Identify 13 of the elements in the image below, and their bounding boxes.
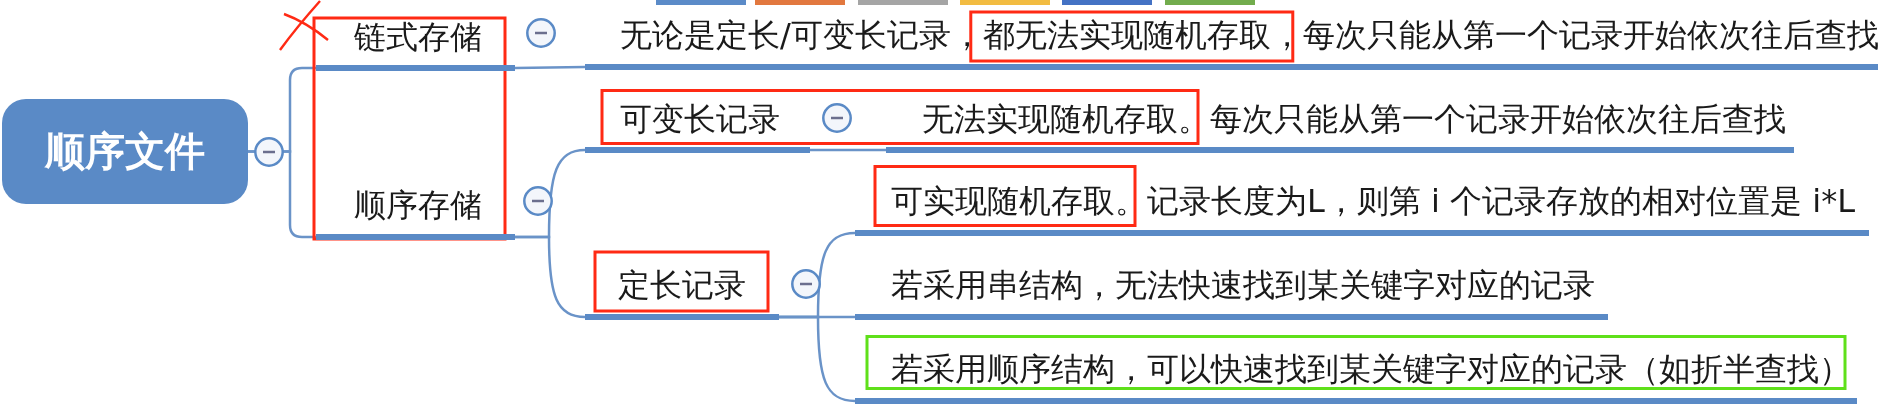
connector-line xyxy=(515,65,585,70)
underlined-topic: 顺序存储 xyxy=(316,178,515,240)
underlined-topic: 若采用串结构，无法快速找到某关键字对应的记录 xyxy=(855,258,1608,320)
underlined-topic: 定长记录 xyxy=(585,258,779,320)
connector-line xyxy=(515,235,586,319)
underlined-topic: 可实现随机存取。记录长度为L，则第 i 个记录存放的相对位置是 i*L xyxy=(855,173,1869,236)
connector-line xyxy=(779,315,856,403)
underlined-topic: 无法实现随机存取。每次只能从第一个记录开始依次往后查找 xyxy=(886,92,1794,153)
underlined-topic: 若采用顺序结构，可以快速找到某关键字对应的记录（如折半查找） xyxy=(855,341,1857,404)
connector-line xyxy=(810,148,886,152)
underlined-topic: 可变长记录 xyxy=(585,92,810,153)
root-topic-box: 顺序文件 xyxy=(2,99,248,204)
underlined-topic: 链式存储 xyxy=(316,10,515,71)
